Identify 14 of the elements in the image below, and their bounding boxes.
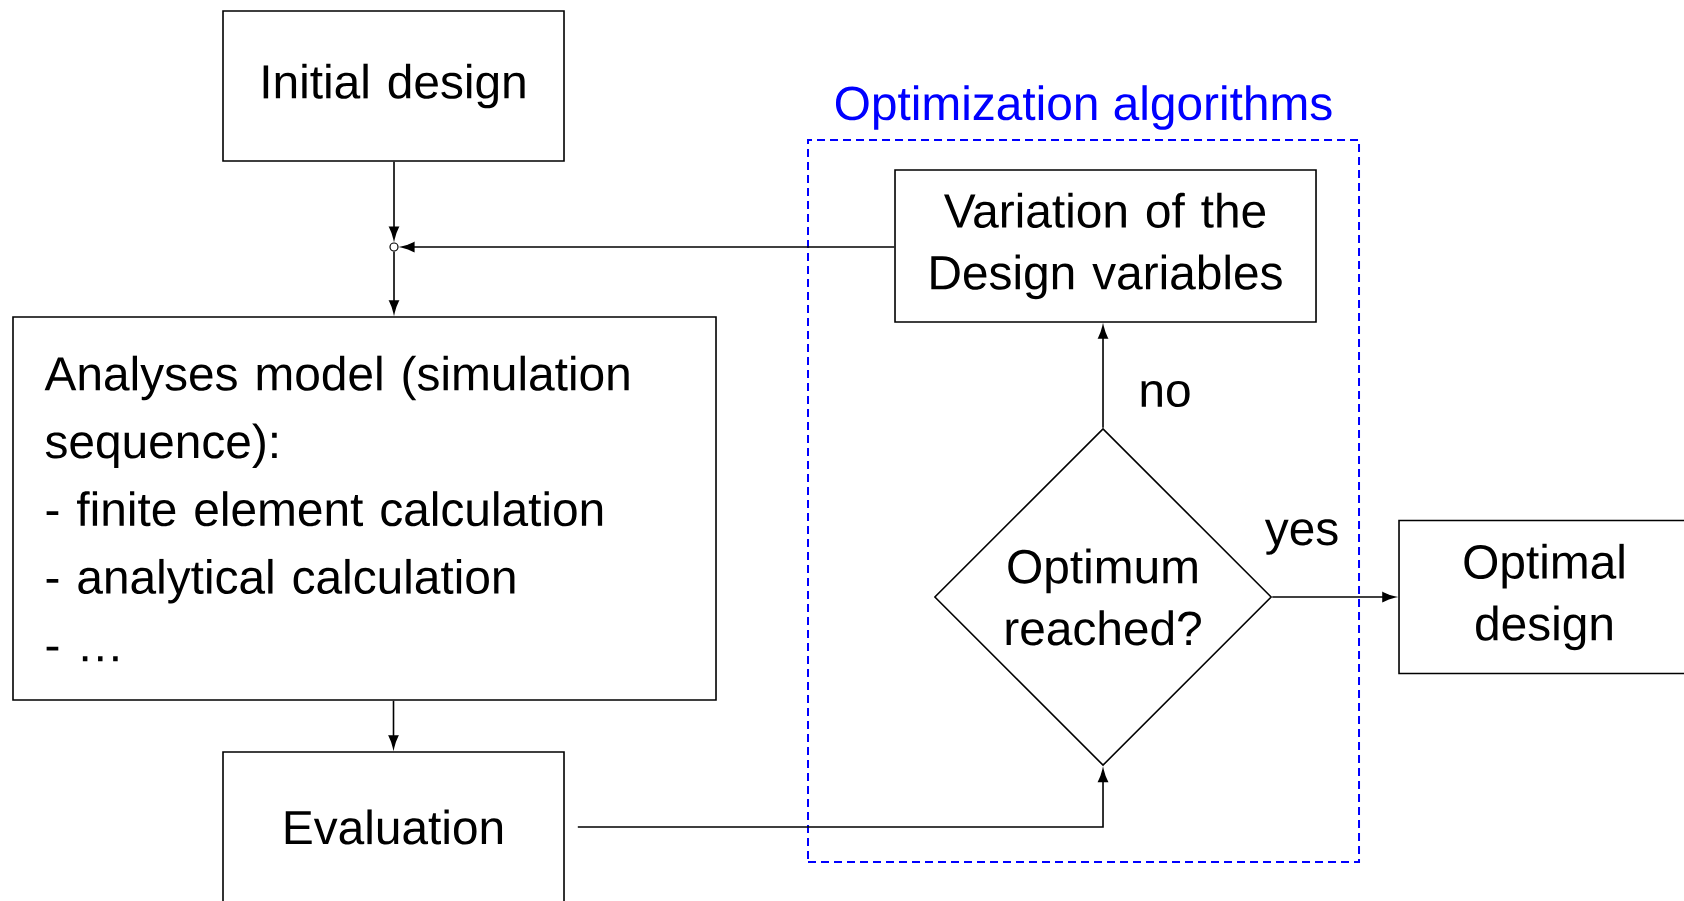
arrow [401,242,895,252]
process-box: Analyses model (simulation sequence): - finite element calculation - analytical calculation - … [12,316,717,701]
arrow [1098,325,1108,429]
process-box: Variation of the Design variables [894,169,1317,323]
process-box: Initial design [222,10,565,162]
process-box: Optimal design [1398,519,1684,675]
group-title: Optimization algorithms [835,85,1332,130]
edge-label: no [1136,378,1194,410]
arrow [1271,592,1396,602]
arrow [388,700,399,749]
arrow [389,161,399,240]
process-box: Evaluation [222,751,565,901]
arrow [389,250,399,314]
arrow [577,769,1108,828]
